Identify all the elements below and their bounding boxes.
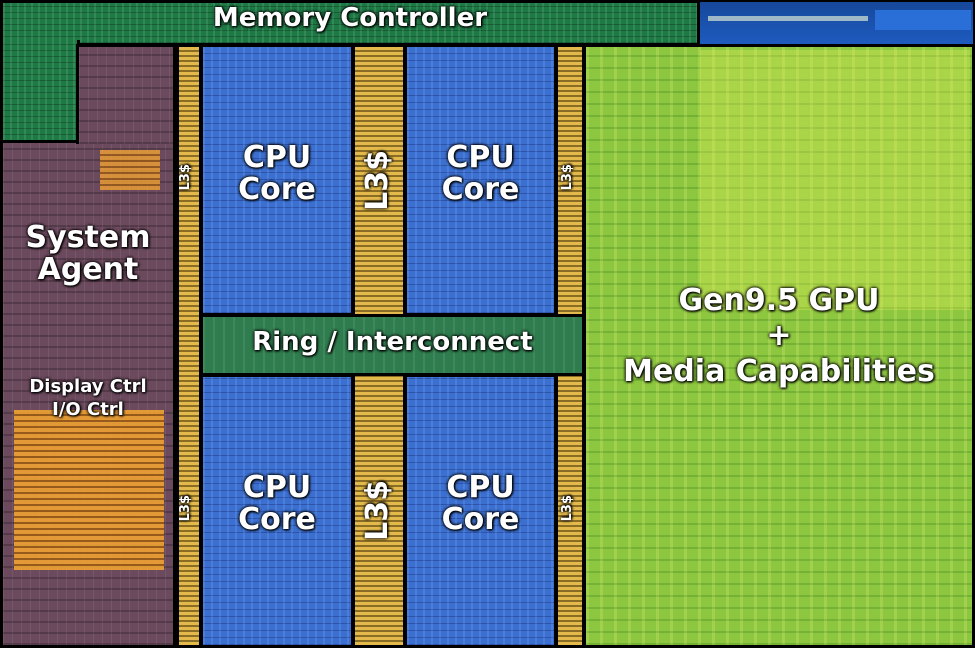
- l3-label-small: L3$: [178, 495, 193, 522]
- display-io-label: Display Ctrl I/O Ctrl: [29, 376, 147, 421]
- ring-interconnect-label: Ring / Interconnect: [252, 327, 533, 357]
- cpu-core-top-left: [200, 44, 354, 316]
- l3-label-small: L3$: [560, 495, 575, 522]
- system-agent-orange-area: [14, 410, 164, 570]
- l3-strip-1: [176, 44, 202, 648]
- l3-label-small: L3$: [178, 164, 193, 191]
- system-agent-upper: [76, 44, 176, 144]
- memory-controller-block: [0, 0, 700, 46]
- memory-controller-lower-left: [0, 40, 80, 144]
- ring-interconnect-block: [200, 314, 585, 376]
- l3-label-large: L3$: [360, 480, 395, 541]
- io-strip: [698, 0, 975, 46]
- system-agent-orange-top: [100, 150, 160, 190]
- gpu-highlight: [700, 50, 970, 310]
- l3-label-small: L3$: [560, 164, 575, 191]
- system-agent-label: System Agent: [25, 220, 151, 288]
- cpu-core-bottom-right: [404, 374, 557, 648]
- gpu-label: Gen9.5 GPU + Media Capabilities: [623, 283, 935, 389]
- memory-controller-label: Memory Controller: [212, 3, 488, 33]
- gpu-block: [583, 44, 975, 648]
- cpu-core-bottom-left: [200, 374, 354, 648]
- cpu-core-top-right: [404, 44, 557, 316]
- l3-label-large: L3$: [360, 150, 395, 211]
